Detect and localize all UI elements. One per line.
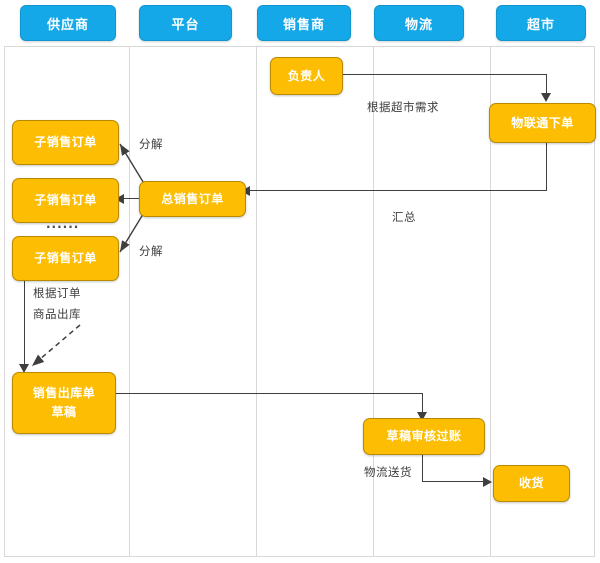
node-main-order[interactable]: 总销售订单 (139, 181, 246, 217)
edge-main-to-sub2-arrowhead (115, 194, 124, 204)
node-sub-order-1-label: 子销售订单 (34, 135, 97, 150)
edge-outbound-to-audit-arrowhead (417, 412, 427, 421)
node-iot-order-label: 物联通下单 (511, 115, 574, 130)
lane-header-logistics[interactable]: 物流 (374, 5, 464, 41)
edge-audit-to-receive-vertical (422, 452, 423, 482)
node-audit-post[interactable]: 草稿审核过账 (363, 418, 485, 455)
node-sub-order-2[interactable]: 子销售订单 (12, 178, 119, 223)
node-sub-order-3-label: 子销售订单 (34, 251, 97, 266)
lane-divider-2 (256, 47, 257, 556)
lane-header-supplier-label: 供应商 (46, 17, 89, 33)
lane-header-reseller-label: 销售商 (282, 17, 325, 33)
edge-label-by-order: 根据订单 (33, 286, 81, 300)
node-outbound-draft-line2: 草稿 (51, 405, 77, 419)
edge-main-to-sub2-line (122, 198, 148, 199)
node-sub-order-1[interactable]: 子销售订单 (12, 120, 119, 165)
lane-header-platform[interactable]: 平台 (139, 5, 232, 41)
lane-header-supermarket-label: 超市 (526, 17, 555, 33)
node-owner-label: 负责人 (287, 68, 326, 83)
edge-outbound-to-audit-horizontal (114, 393, 423, 394)
node-audit-post-label: 草稿审核过账 (386, 429, 462, 444)
node-outbound-draft-line1: 销售出库单 (32, 386, 96, 401)
edge-label-split-top: 分解 (139, 137, 163, 151)
swimlane-grid (4, 46, 595, 557)
node-receive[interactable]: 收货 (493, 465, 570, 502)
lane-divider-4 (490, 47, 491, 556)
lane-header-platform-label: 平台 (171, 17, 200, 33)
edge-label-summary: 汇总 (392, 210, 416, 224)
node-main-order-label: 总销售订单 (161, 191, 224, 206)
edge-owner-to-iot-arrowhead (541, 93, 551, 102)
edge-iot-to-main-vertical (546, 140, 547, 191)
edge-owner-to-iot-vertical (546, 74, 547, 94)
lane-divider-3 (373, 47, 374, 556)
lane-header-supermarket[interactable]: 超市 (496, 5, 586, 41)
edge-audit-to-receive-horizontal (422, 481, 484, 482)
edge-iot-to-main-horizontal (250, 190, 547, 191)
edge-outbound-to-audit-vertical (422, 393, 423, 413)
node-receive-label: 收货 (518, 476, 544, 491)
node-owner[interactable]: 负责人 (270, 57, 343, 95)
lane-divider-1 (129, 47, 130, 556)
node-sub-order-2-label: 子销售订单 (34, 193, 97, 208)
lane-header-logistics-label: 物流 (404, 17, 433, 33)
node-sub-order-3[interactable]: 子销售订单 (12, 236, 119, 281)
edge-label-split-bot: 分解 (139, 244, 163, 258)
ellipsis-more-sub-orders: ...... (46, 217, 80, 231)
lane-header-reseller[interactable]: 销售商 (257, 5, 351, 41)
edge-sub3-to-outbound-arrowhead (19, 364, 29, 373)
node-iot-order[interactable]: 物联通下单 (489, 103, 596, 143)
edge-label-goods-out: 商品出库 (33, 307, 81, 321)
lane-header-supplier[interactable]: 供应商 (20, 5, 116, 41)
edge-audit-to-receive-arrowhead (483, 477, 492, 487)
edge-label-delivery: 物流送货 (364, 465, 412, 479)
edge-sub3-to-outbound-vertical (24, 278, 25, 366)
edge-owner-to-iot-horizontal (341, 74, 546, 75)
node-outbound-draft[interactable]: 销售出库单 草稿 (12, 372, 116, 434)
edge-label-demand: 根据超市需求 (367, 100, 439, 114)
lane-divider-5 (594, 47, 595, 556)
